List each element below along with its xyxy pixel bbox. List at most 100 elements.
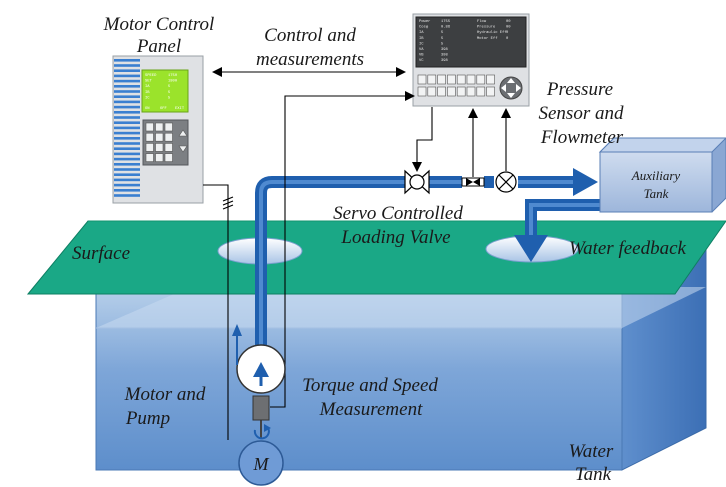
flowmeter xyxy=(495,171,517,193)
panel-stripe xyxy=(114,173,140,176)
auxiliary-tank: Auxiliary Tank xyxy=(598,137,726,213)
panel-stripe xyxy=(114,152,140,156)
sensor-keypad-key[interactable] xyxy=(456,74,466,85)
pressure-sensor-label-3: Flowmeter xyxy=(540,127,624,148)
sensor-keypad-key[interactable] xyxy=(417,74,427,85)
sensor-keypad-key[interactable] xyxy=(417,86,427,97)
sensor-screen-key: Hydraulic Eff xyxy=(477,30,507,35)
motor-screen-footer: ON xyxy=(145,107,150,111)
flow-arrow-water-feedback xyxy=(514,235,548,262)
sensor-screen-key: VA xyxy=(419,48,424,52)
keypad-key[interactable] xyxy=(145,122,154,132)
sensor-keypad-key[interactable] xyxy=(447,74,456,85)
sensor-keypad-key[interactable] xyxy=(476,74,486,85)
motor-panel-keys[interactable] xyxy=(145,122,188,162)
sensor-keypad-key[interactable] xyxy=(447,86,456,97)
motor-screen-value: 1750 xyxy=(168,74,178,78)
sensor-keypad-key[interactable] xyxy=(437,86,446,97)
sensor-keypad-key[interactable] xyxy=(486,74,495,85)
loading-valve[interactable] xyxy=(404,169,430,195)
keypad-key[interactable] xyxy=(155,143,164,152)
sensor-keypad-key[interactable] xyxy=(456,86,466,97)
pressure-sensor-label-1: Pressure xyxy=(546,79,613,100)
torque-speed-label-1: Torque and Speed xyxy=(302,375,438,396)
motor-pump-label-1: Motor and xyxy=(124,384,206,405)
flow-arrow-to-aux-tank xyxy=(573,168,598,196)
keypad-key[interactable] xyxy=(155,132,164,142)
torque-speed-label-2: Measurement xyxy=(319,399,423,420)
pressure-sensor-label-2: Sensor and xyxy=(539,103,624,124)
motor-symbol: M xyxy=(253,454,270,474)
valve-control-line xyxy=(412,107,433,172)
panel-stripe xyxy=(114,126,140,130)
keypad-key[interactable] xyxy=(164,132,173,142)
motor-screen-footer: OFF xyxy=(160,107,168,111)
panel-stripe xyxy=(114,121,140,124)
pressure-sensor xyxy=(461,177,485,187)
motor-screen-key: IC xyxy=(145,96,150,100)
sensor-panel-keys[interactable] xyxy=(417,74,495,97)
torque-speed-sensor xyxy=(252,395,270,421)
motor xyxy=(238,440,284,486)
motor-screen-key: SET xyxy=(145,80,153,84)
sensor-panel-dpad[interactable] xyxy=(499,76,523,100)
water-tank-top xyxy=(96,287,706,328)
motor-pump-label-2: Pump xyxy=(125,408,170,429)
motor-screen-key: IA xyxy=(145,85,150,89)
auxiliary-tank-front xyxy=(599,151,713,213)
keypad-key[interactable] xyxy=(145,143,154,152)
sensor-screen-key: Flow xyxy=(477,19,487,24)
sensor-keypad-key[interactable] xyxy=(427,74,437,85)
loading-valve-label-2: Loading Valve xyxy=(340,227,450,248)
keypad-key[interactable] xyxy=(164,122,173,132)
keypad-key[interactable] xyxy=(145,153,154,162)
panel-stripe xyxy=(114,100,140,104)
sensor-screen-key: Power xyxy=(419,19,430,24)
panel-stripe xyxy=(114,163,140,166)
sensor-screen-key: Cosφ xyxy=(419,26,429,30)
sensor-keypad-key[interactable] xyxy=(466,74,476,85)
shaft-rotation-icon xyxy=(253,427,270,440)
sensor-keypad-key[interactable] xyxy=(486,86,495,97)
water-tank xyxy=(95,249,707,471)
sensor-keypad-key[interactable] xyxy=(437,74,446,85)
sensor-screen-key: Pressure xyxy=(477,25,496,30)
sensor-screen-value: 0.86 xyxy=(441,26,451,30)
sensor-panel-screen xyxy=(415,16,527,68)
water-feedback-label: Water feedback xyxy=(569,238,687,259)
keypad-key[interactable] xyxy=(164,143,173,152)
sensor-keypad-key[interactable] xyxy=(427,86,437,97)
motor-screen-value: 5 xyxy=(168,85,171,89)
surface-label: Surface xyxy=(72,243,130,264)
motor-screen-value: 5 xyxy=(168,96,171,100)
keypad-down-arrow-icon[interactable] xyxy=(178,145,188,153)
panel-stripes xyxy=(114,59,140,197)
panel-stripe xyxy=(114,64,140,67)
keypad-key[interactable] xyxy=(155,122,164,132)
auxiliary-tank-label-1: Auxiliary xyxy=(631,168,681,183)
keypad-up-arrow-icon[interactable] xyxy=(178,129,188,137)
labels: Motor Control Panel Control and measurem… xyxy=(72,14,687,485)
sensor-screen-key: VB xyxy=(419,54,424,58)
sensor-screen-value: 0 xyxy=(506,37,509,41)
sensor-screen-value: 5 xyxy=(441,37,444,41)
motor-screen-value: 1800 xyxy=(168,80,178,84)
sensor-screen-value: 1755 xyxy=(441,20,451,24)
motor-screen-value: 5 xyxy=(168,91,171,95)
control-measurements-label-2: measurements xyxy=(256,49,364,70)
motor-control-panel-label-1: Motor Control xyxy=(103,14,215,35)
keypad-key[interactable] xyxy=(164,153,173,162)
sensor-keypad-key[interactable] xyxy=(466,86,476,97)
keypad-key[interactable] xyxy=(145,132,154,142)
return-pipe xyxy=(514,199,600,262)
panel-stripe xyxy=(114,157,140,161)
sensor-keypad-key[interactable] xyxy=(476,86,486,97)
keypad-key[interactable] xyxy=(155,153,164,162)
panel-stripe xyxy=(114,105,140,109)
sensor-screen-key: IA xyxy=(419,31,424,35)
sensor-screen-value: 00 xyxy=(506,20,511,24)
